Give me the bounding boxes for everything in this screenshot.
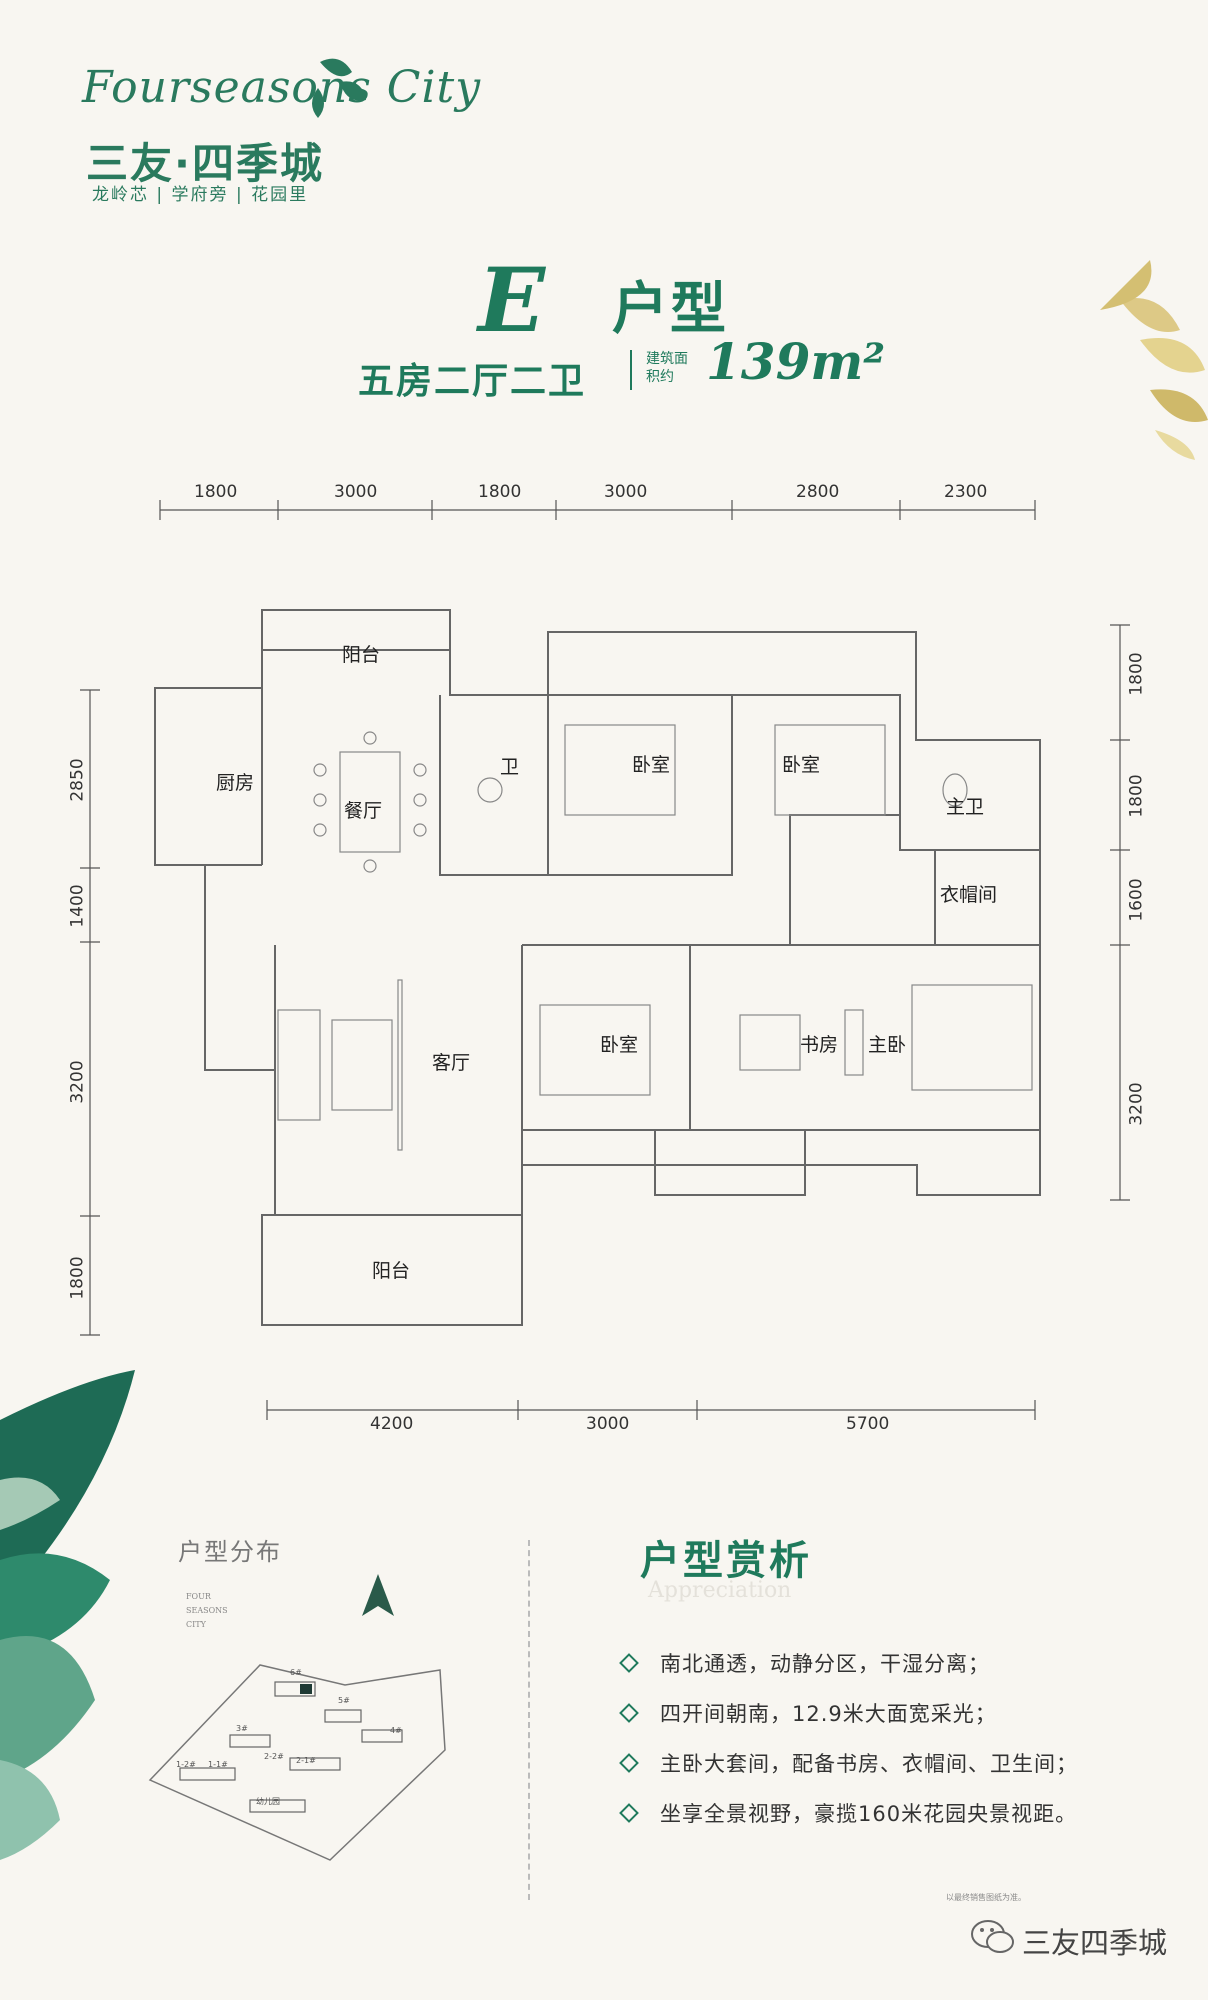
bld-kindergarten: 幼儿园 xyxy=(256,1797,280,1806)
area-label: 建筑面积约 xyxy=(646,351,688,385)
green-leaves-icon xyxy=(0,1370,135,1860)
dim-top-3: 1800 xyxy=(478,482,522,502)
room-bedroom-b: 卧室 xyxy=(782,754,821,776)
gold-leaves-icon xyxy=(1100,260,1208,460)
room-bedroom-a: 卧室 xyxy=(632,754,671,776)
logo-flower-icon xyxy=(312,58,366,118)
unit-letter: E xyxy=(478,248,546,352)
dim-right-1: 1800 xyxy=(1126,652,1147,696)
bld-1-2: 1-2# xyxy=(176,1760,196,1769)
dim-left-2: 1400 xyxy=(67,884,88,928)
bld-1-1: 1-1# xyxy=(208,1760,228,1769)
room-dining: 餐厅 xyxy=(344,800,383,822)
room-master-bath: 主卫 xyxy=(946,796,985,818)
dim-left-4: 1800 xyxy=(67,1256,88,1300)
feature-4: 坐享全景视野，豪揽160米花园央景视距。 xyxy=(660,1802,1078,1826)
dim-bottom-1: 4200 xyxy=(370,1414,414,1434)
room-study: 书房 xyxy=(800,1034,839,1056)
four-seasons-text: FOUR SEASONS CITY xyxy=(186,1592,228,1629)
room-closet: 衣帽间 xyxy=(940,884,998,906)
distribution-title: 户型分布 xyxy=(178,1538,282,1566)
brand-script: Fourseasons City xyxy=(82,62,482,113)
room-master-bed: 主卧 xyxy=(868,1034,907,1056)
dim-left-3: 3200 xyxy=(67,1060,88,1104)
dim-right-3: 1600 xyxy=(1126,878,1147,922)
feature-1: 南北通透，动静分区，干湿分离； xyxy=(660,1652,990,1676)
brand-tagline: 龙岭芯 | 学府旁 | 花园里 xyxy=(92,185,309,205)
dim-left-1: 2850 xyxy=(67,758,88,802)
analysis-title: 户型赏析 xyxy=(640,1538,812,1584)
north-arrow-icon xyxy=(362,1574,394,1616)
dim-top-2: 3000 xyxy=(334,482,378,502)
dim-right-2: 1800 xyxy=(1126,774,1147,818)
dim-top-6: 2300 xyxy=(944,482,988,502)
wechat-account: 三友四季城 xyxy=(1022,1926,1168,1960)
section-divider xyxy=(528,1540,530,1900)
unit-rooms: 五房二厅二卫 xyxy=(358,361,587,402)
disclaimer-note: 以最终销售图纸为准。 xyxy=(946,1893,1026,1902)
floor-plan xyxy=(80,500,1130,1420)
bld-5: 5# xyxy=(338,1696,350,1705)
bld-3: 3# xyxy=(236,1724,248,1733)
bld-2-1: 2-1# xyxy=(296,1756,316,1765)
bld-2-2: 2-2# xyxy=(264,1752,284,1761)
room-living: 客厅 xyxy=(432,1052,471,1074)
dim-bottom-2: 3000 xyxy=(586,1414,630,1434)
brand-name: 三友·四季城 xyxy=(86,139,324,188)
room-balcony-north: 阳台 xyxy=(342,644,381,666)
site-map xyxy=(148,1664,446,1861)
dim-bottom-3: 5700 xyxy=(846,1414,890,1434)
dim-top-4: 3000 xyxy=(604,482,648,502)
room-balcony-south: 阳台 xyxy=(372,1260,411,1282)
feature-2: 四开间朝南，12.9米大面宽采光； xyxy=(660,1702,997,1726)
analysis-subtitle: Appreciation xyxy=(648,1578,792,1603)
area-value: 139m² xyxy=(706,332,886,391)
dim-right-4: 3200 xyxy=(1126,1082,1147,1126)
bld-4: 4# xyxy=(390,1726,402,1735)
dim-top-5: 2800 xyxy=(796,482,840,502)
heading-divider xyxy=(630,350,632,390)
bld-6: 6# xyxy=(290,1668,302,1677)
feature-3: 主卧大套间，配备书房、衣帽间、卫生间； xyxy=(660,1752,1078,1776)
dim-top-1: 1800 xyxy=(194,482,238,502)
room-bedroom-c: 卧室 xyxy=(600,1034,639,1056)
unit-type-label: 户型 xyxy=(612,277,728,342)
wechat-icon xyxy=(971,1920,1014,1953)
room-kitchen: 厨房 xyxy=(216,772,255,794)
room-bath: 卫 xyxy=(500,756,520,778)
